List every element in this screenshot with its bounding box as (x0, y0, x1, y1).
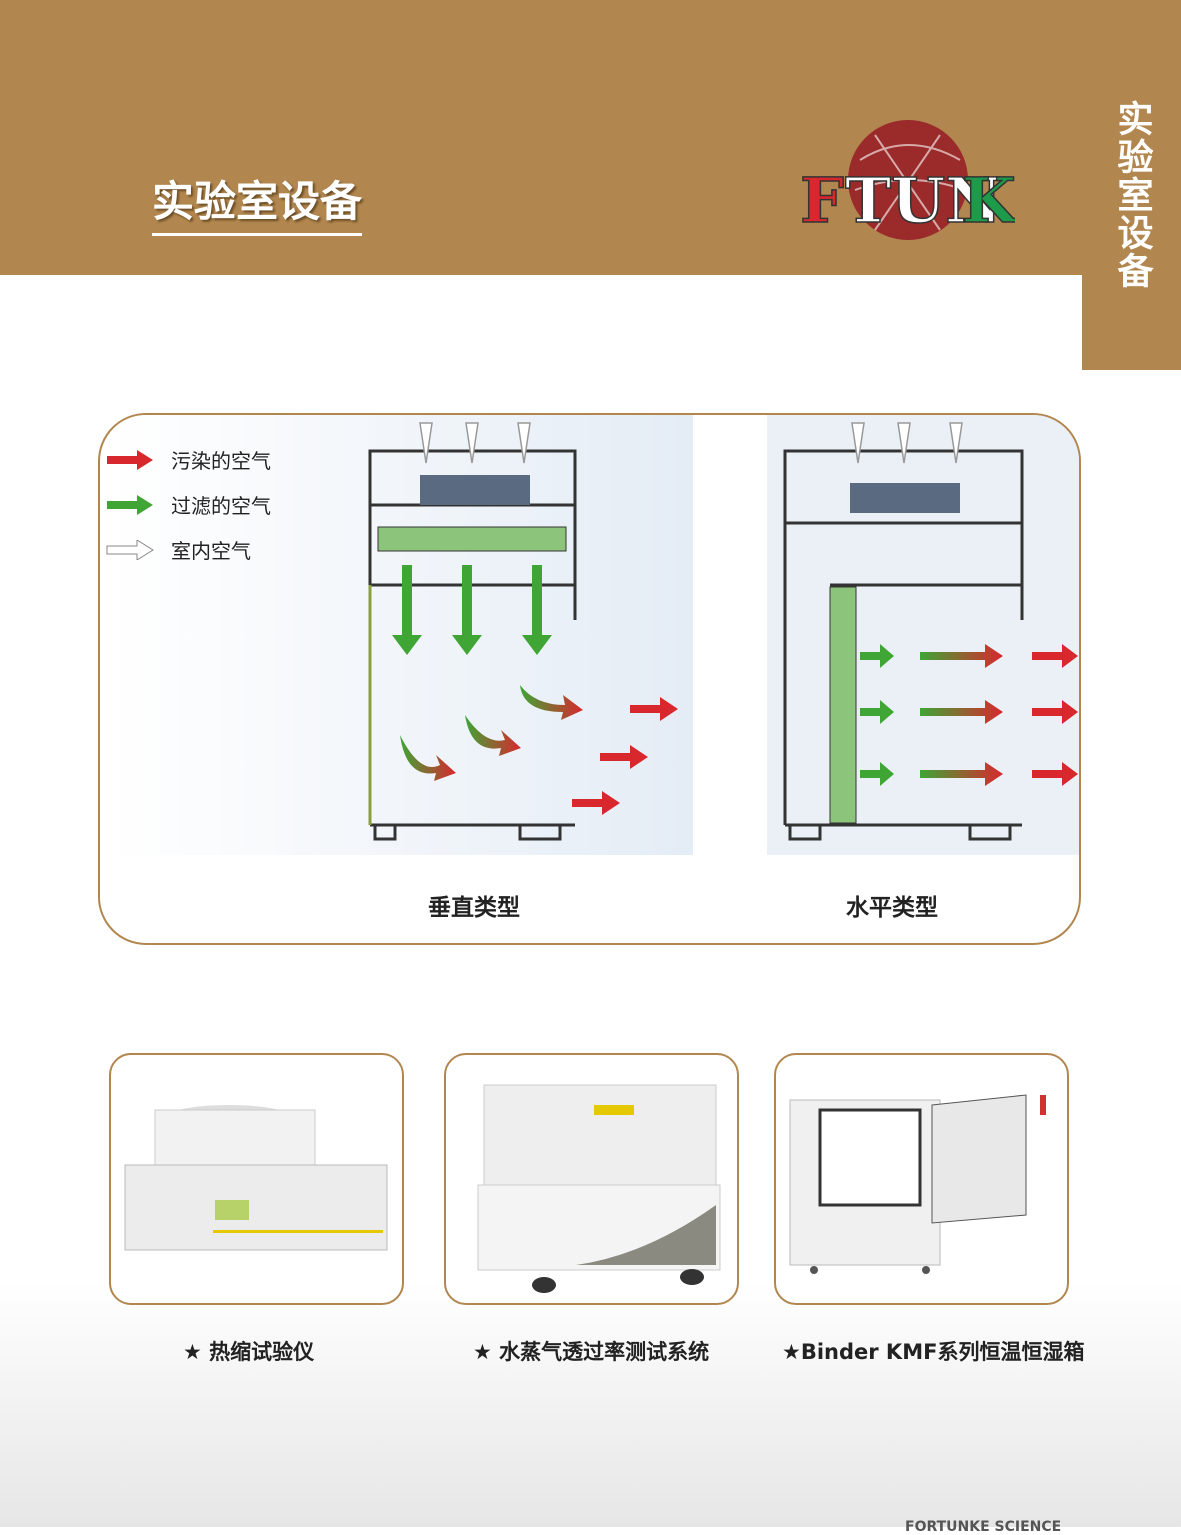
white-arrow-icon (106, 539, 154, 560)
airflow-diagrams (110, 415, 1079, 855)
footer-brand: FORTUNKE SCIENCE (905, 1519, 1062, 1535)
svg-text:K: K (962, 164, 1015, 237)
product-label-heat-shrink: ★ 热缩试验仪 (183, 1340, 315, 1364)
product-card-binder (774, 1053, 1069, 1305)
legend: 污染的空气 过滤的空气 室内空气 (105, 437, 271, 572)
legend-item-polluted: 污染的空气 (105, 437, 271, 482)
ftunk-logo: F TUN K (800, 120, 1015, 240)
product-card-wvtr (444, 1053, 739, 1305)
svg-text:F: F (800, 164, 844, 237)
green-arrow-icon (107, 494, 153, 515)
product-card-heat-shrink (109, 1053, 404, 1305)
caption-vertical: 垂直类型 (428, 895, 520, 921)
airflow-panel (98, 413, 1081, 945)
red-arrow-icon (107, 449, 153, 470)
background-gradient (0, 1280, 1181, 1527)
caption-horizontal: 水平类型 (846, 895, 938, 921)
header-band (0, 0, 1181, 275)
product-label-binder: ★Binder KMF系列恒温恒湿箱 (782, 1340, 1085, 1364)
legend-item-room: 室内空气 (105, 527, 271, 572)
product-label-wvtr: ★ 水蒸气透过率测试系统 (473, 1340, 710, 1364)
side-tab (1082, 275, 1181, 370)
side-title: 实验室设备 (1111, 100, 1153, 290)
binder-chamber-image (789, 1094, 1046, 1274)
heat-shrink-tester-image (124, 1105, 388, 1251)
legend-item-filtered: 过滤的空气 (105, 482, 271, 527)
svg-text:TUN: TUN (845, 164, 1002, 237)
wvtr-system-image (477, 1084, 721, 1293)
page-title: 实验室设备 (152, 168, 363, 236)
